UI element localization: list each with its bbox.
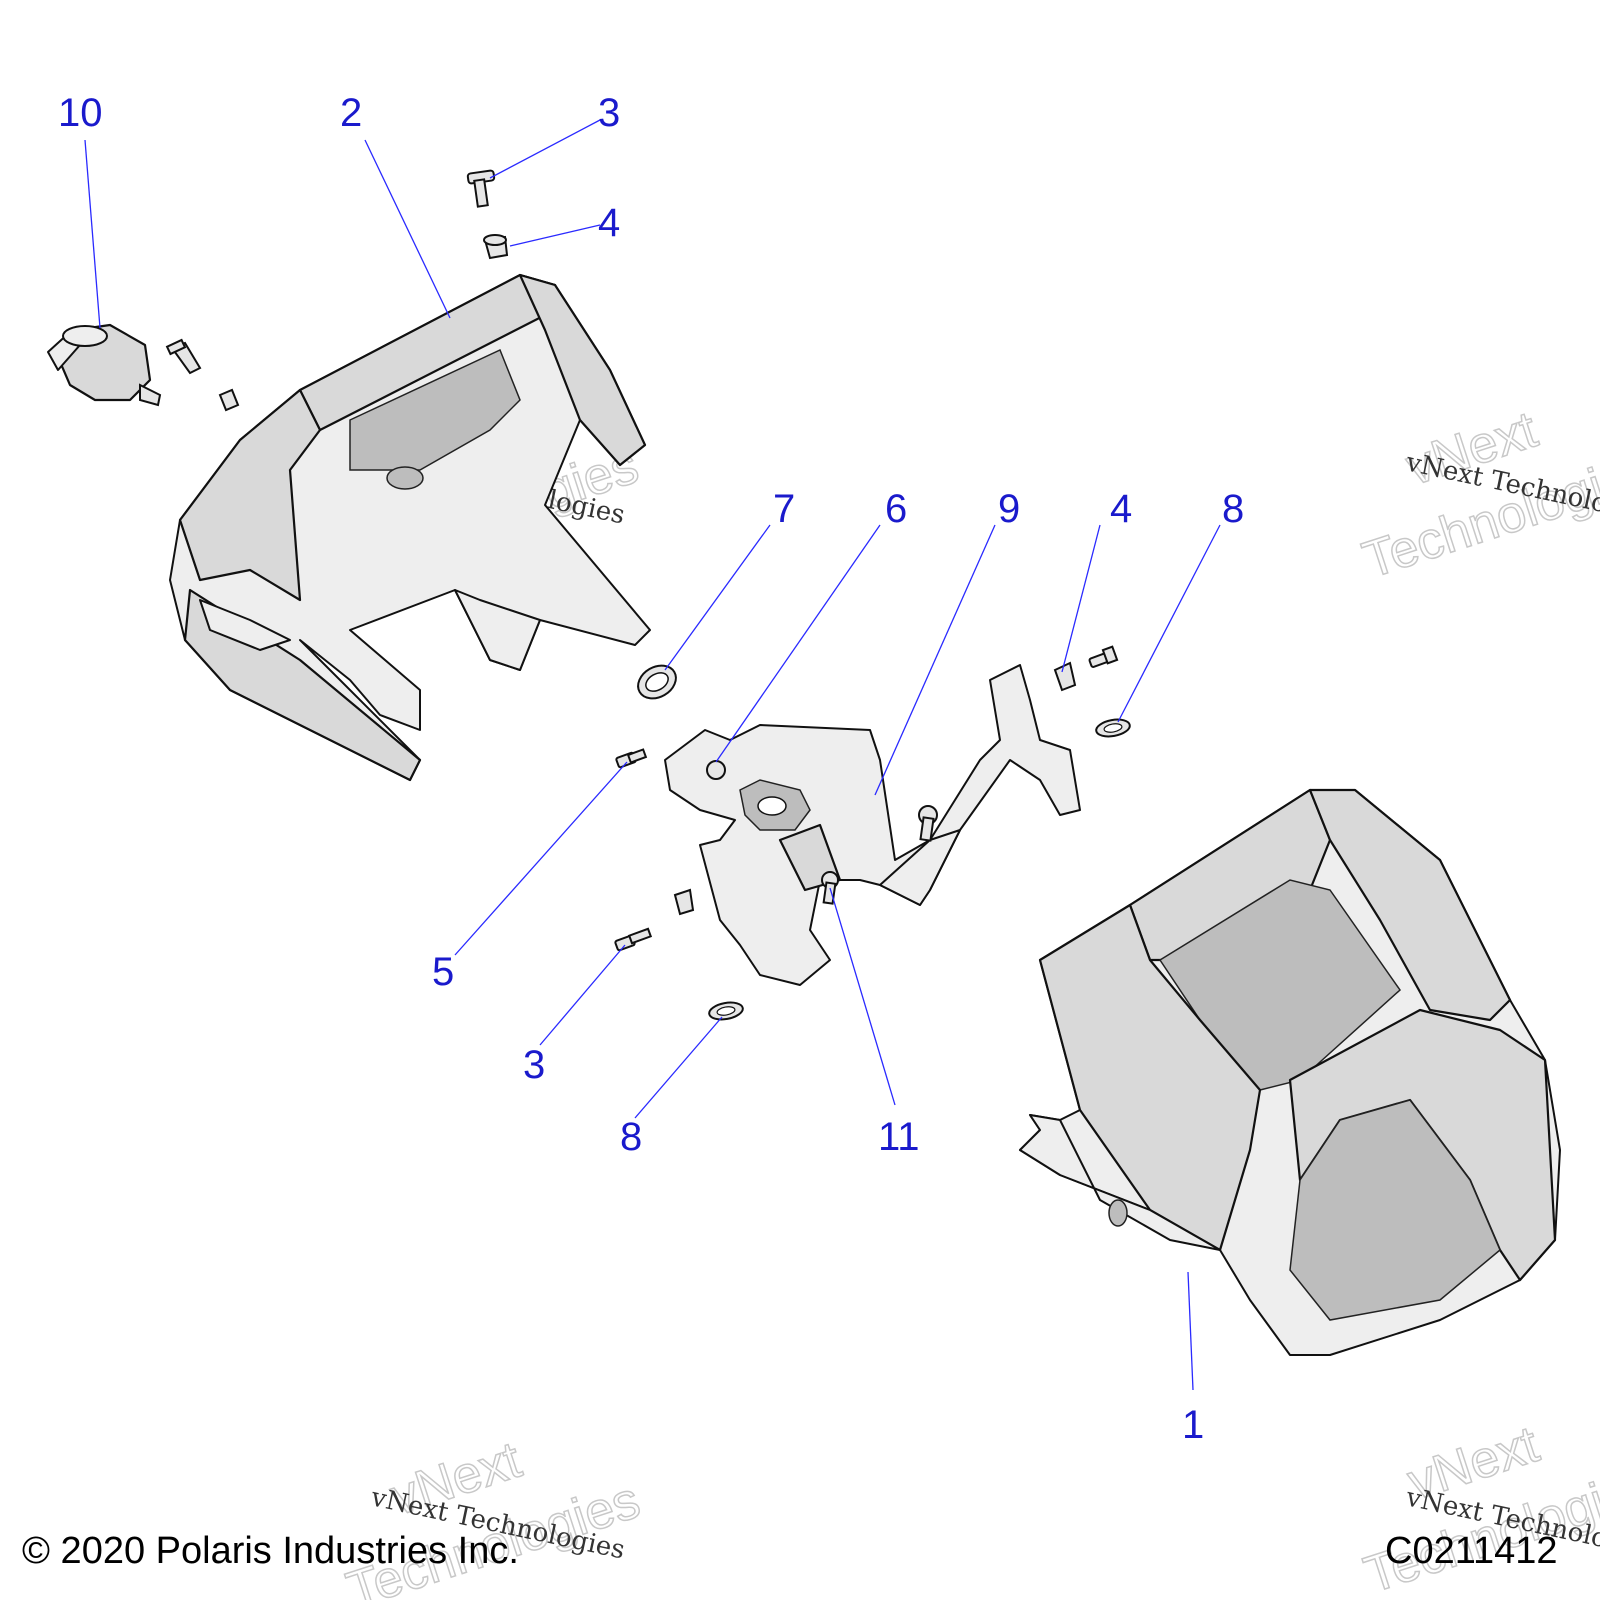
callout-4-right: 4 xyxy=(1110,487,1132,531)
part-5-screw xyxy=(615,748,648,769)
callout-2: 2 xyxy=(340,91,362,135)
leader-1 xyxy=(1187,1271,1194,1391)
callout-5: 5 xyxy=(432,950,454,994)
callout-9: 9 xyxy=(998,487,1020,531)
leader-8-bottom xyxy=(634,1016,723,1119)
callout-3-bottom: 3 xyxy=(523,1043,545,1087)
callout-4-top: 4 xyxy=(598,201,620,245)
leader-4-right xyxy=(1061,524,1101,673)
part-7-grommet xyxy=(637,664,677,700)
part-4-clip-right xyxy=(1053,661,1077,692)
clip-near-10 xyxy=(218,388,240,412)
part-3-screw-top xyxy=(466,169,496,208)
part-3-screw-bottom xyxy=(614,927,653,952)
part-9-bracket xyxy=(664,664,1081,986)
part-6-nut xyxy=(706,760,726,780)
part-4-clip-top xyxy=(483,234,509,260)
leader-3-bottom xyxy=(539,944,626,1046)
part-10-switch xyxy=(47,323,162,407)
leader-9 xyxy=(874,524,996,796)
part-2-upper-pod xyxy=(169,273,651,782)
leader-7 xyxy=(664,524,771,671)
diagram-code: C0211412 xyxy=(1385,1530,1558,1572)
part-8-washer-right xyxy=(1095,718,1131,738)
copyright-text: © 2020 Polaris Industries Inc. xyxy=(22,1530,519,1572)
screw-bracket-centre xyxy=(918,805,938,842)
callout-1: 1 xyxy=(1182,1403,1204,1447)
callout-7: 7 xyxy=(773,487,795,531)
callout-6: 6 xyxy=(885,487,907,531)
leader-5 xyxy=(454,761,628,956)
screw-near-10 xyxy=(165,338,202,375)
callout-3-top: 3 xyxy=(598,91,620,135)
callout-8-bottom: 8 xyxy=(620,1115,642,1159)
leader-8-right xyxy=(1117,524,1221,723)
leader-3-top xyxy=(489,119,601,179)
screw-right xyxy=(1088,645,1119,668)
callout-labels: 10 2 3 4 7 6 9 4 8 5 3 8 11 1 xyxy=(58,91,1244,1447)
leader-lines xyxy=(84,119,1221,1391)
part-11-screw xyxy=(821,871,839,905)
part-1-lower-housing xyxy=(1019,788,1561,1356)
callout-10: 10 xyxy=(58,91,103,135)
leader-2 xyxy=(364,139,451,319)
leader-6 xyxy=(715,524,881,763)
clip-lower-left xyxy=(673,888,695,916)
leader-11 xyxy=(829,887,896,1106)
leader-10 xyxy=(84,139,101,329)
callout-8-right: 8 xyxy=(1222,487,1244,531)
callout-11: 11 xyxy=(878,1115,920,1159)
part-8-washer-bottom xyxy=(708,1001,744,1021)
leader-4-top xyxy=(509,224,601,247)
